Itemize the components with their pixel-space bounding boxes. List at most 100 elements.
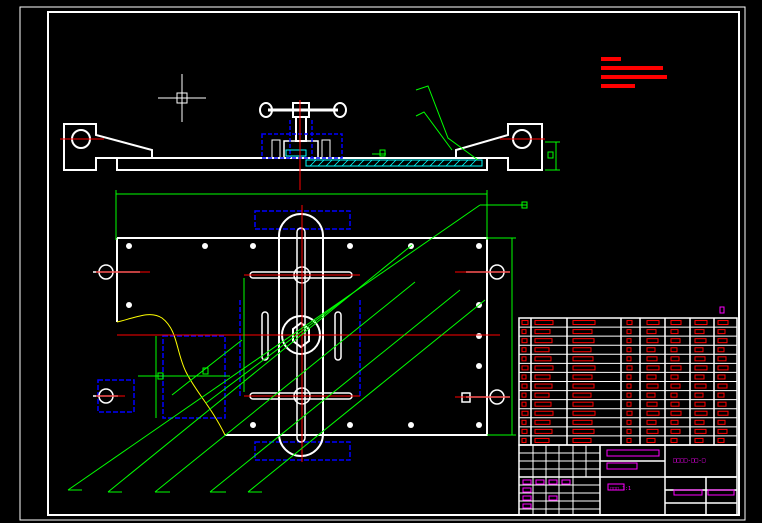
- parts-list-cell-text: [694, 383, 707, 389]
- parts-list-cell-text: [626, 320, 633, 326]
- parts-list-cell-text: [626, 329, 632, 335]
- parts-list-cell-text: [521, 347, 527, 353]
- parts-list-cell-text: [521, 356, 527, 362]
- parts-list-cell-text: [572, 365, 596, 371]
- parts-list-cell-text: [534, 401, 552, 407]
- parts-list-cell-text: [694, 320, 708, 326]
- parts-list-cell-text: [717, 383, 728, 389]
- title-block: [518, 444, 738, 516]
- parts-list-cell-text: [626, 410, 633, 416]
- parts-list-cell-text: [694, 374, 705, 380]
- parts-list-cell-text: [572, 338, 595, 344]
- parts-list-cell-text: [572, 347, 592, 353]
- front-view-hidden-lines: [261, 120, 343, 159]
- break-line: [116, 314, 226, 436]
- parts-list-cell-text: [626, 392, 632, 398]
- crosshair-cursor: [158, 74, 206, 122]
- parts-list-cell-text: [572, 428, 595, 434]
- parts-list-cell-text: [717, 437, 725, 443]
- parts-list-cell-text: [534, 437, 550, 443]
- parts-list-cell-text: [670, 401, 680, 407]
- parts-list-cell-text: [670, 329, 679, 335]
- parts-list-cell-text: [670, 356, 680, 362]
- parts-list-cell-text: [646, 419, 657, 425]
- plan-view-center-lines: [96, 205, 510, 462]
- parts-list-cell-text: [694, 437, 704, 443]
- parts-list-cell-text: [646, 320, 660, 326]
- parts-list-cell-text: [521, 383, 528, 389]
- leader-lines: [67, 85, 560, 493]
- parts-list-cell-text: [670, 320, 682, 326]
- parts-list-cell-text: [534, 356, 552, 362]
- parts-list-cell-text: [521, 401, 527, 407]
- parts-list-cell-text: [521, 410, 529, 416]
- parts-list-cell-text: [534, 338, 553, 344]
- parts-list-cell-text: [626, 365, 633, 371]
- parts-list-cell-text: [626, 428, 632, 434]
- parts-list-cell-text: [534, 320, 554, 326]
- parts-list-cell-text: [646, 365, 660, 371]
- parts-list-cell-text: [572, 401, 594, 407]
- parts-list-cell-text: [626, 347, 632, 353]
- parts-list-cell-text: [646, 392, 656, 398]
- parts-list-cell-text: [670, 383, 681, 389]
- parts-list-cell-text: [534, 392, 550, 398]
- parts-list-cell-text: [521, 428, 528, 434]
- parts-list-cell-text: [670, 338, 681, 344]
- parts-list-cell-text: [572, 356, 594, 362]
- parts-list-cell-text: [717, 374, 726, 380]
- parts-list-cell-text: [521, 329, 527, 335]
- parts-list-cell-text: [694, 419, 705, 425]
- parts-list-cell-text: [534, 383, 553, 389]
- parts-list-text: [521, 320, 729, 443]
- parts-list-cell-text: [534, 329, 551, 335]
- parts-list-cell-text: [694, 347, 704, 353]
- parts-list-cell-text: [694, 329, 705, 335]
- inner-border: [47, 11, 740, 516]
- parts-list-cell-text: [717, 401, 727, 407]
- parts-list-cell-text: [670, 437, 678, 443]
- front-view-center-lines: [60, 100, 545, 190]
- parts-list-cell-text: [646, 374, 657, 380]
- parts-list-cell-text: [572, 320, 596, 326]
- parts-list-cell-text: [694, 428, 707, 434]
- parts-list-cell-text: [626, 437, 632, 443]
- handle-knob-right: [333, 102, 347, 118]
- parts-list-cell-text: [717, 320, 729, 326]
- parts-list-cell-text: [534, 365, 554, 371]
- parts-list-cell-text: [572, 410, 596, 416]
- parts-list-cell-text: [694, 392, 704, 398]
- parts-list-cell-text: [694, 401, 706, 407]
- parts-list-cell-text: [534, 419, 551, 425]
- parts-list-cell-text: [521, 320, 529, 326]
- title-block-part-number: □□□□-□□-□: [673, 457, 706, 464]
- parts-list-cell-text: [670, 347, 678, 353]
- parts-list-cell-text: [572, 329, 593, 335]
- parts-list-cell-text: [670, 410, 682, 416]
- parts-list-cell-text: [572, 374, 593, 380]
- parts-list-cell-text: [521, 392, 527, 398]
- parts-list-cell-text: [626, 401, 632, 407]
- parts-list-cell-text: [717, 338, 728, 344]
- parts-list-cell-text: [572, 392, 592, 398]
- parts-list-cell-text: [717, 347, 725, 353]
- parts-list-cell-text: [717, 428, 728, 434]
- parts-list-cell-text: [534, 347, 550, 353]
- parts-list-cell-text: [670, 374, 679, 380]
- parts-list-cell-text: [717, 392, 725, 398]
- parts-list-cell-text: [670, 392, 678, 398]
- title-block-scale: □□□ 1:1: [610, 486, 631, 492]
- sheet-mark: [719, 306, 725, 314]
- parts-list-cell-text: [694, 365, 708, 371]
- parts-list-cell-text: [717, 329, 726, 335]
- parts-list-cell-text: [694, 356, 706, 362]
- parts-list-table: [518, 317, 738, 446]
- parts-list-cell-text: [626, 338, 632, 344]
- parts-list-cell-text: [534, 428, 553, 434]
- handle-knob-left: [259, 102, 273, 118]
- parts-list-cell-text: [626, 374, 632, 380]
- parts-list-cell-text: [521, 365, 529, 371]
- title-block-text: [522, 449, 735, 509]
- parts-list-cell-text: [646, 428, 659, 434]
